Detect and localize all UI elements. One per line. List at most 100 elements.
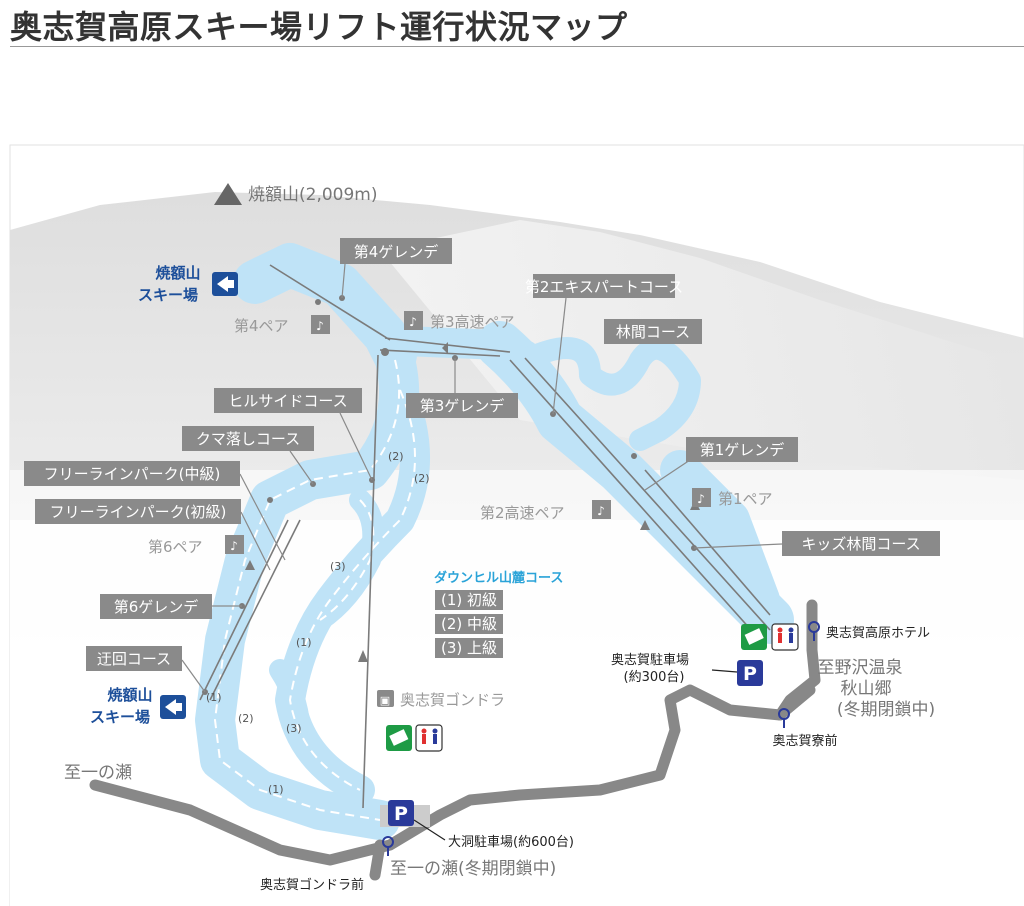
svg-text:フリーラインパーク(中級): フリーラインパーク(中級) bbox=[44, 465, 221, 483]
nozawa-destination: 至野沢温泉 秋山郷 (冬期閉鎖中) bbox=[818, 658, 936, 720]
course-label-hillside: ヒルサイドコース bbox=[214, 388, 373, 481]
svg-text:キッズ林間コース: キッズ林間コース bbox=[801, 535, 920, 553]
arrow-left-icon bbox=[217, 276, 234, 292]
lift6-line-b bbox=[199, 519, 289, 701]
svg-text:クマ落しコース: クマ落しコース bbox=[196, 430, 300, 448]
chairlift-icon: ♪ bbox=[230, 539, 238, 553]
svg-text:迂回コース: 迂回コース bbox=[97, 650, 171, 668]
link-bottom-line2: スキー場 bbox=[90, 708, 150, 726]
link-top[interactable]: 焼額山 スキー場 bbox=[138, 264, 238, 304]
course-label-g6: 第6ゲレンデ bbox=[100, 594, 242, 619]
course-label-g1: 第1ゲレンデ bbox=[644, 437, 798, 491]
svg-text:P: P bbox=[743, 663, 757, 685]
svg-text:第2エキスパートコース: 第2エキスパートコース bbox=[525, 278, 683, 296]
svg-text:(3): (3) bbox=[286, 722, 302, 735]
svg-text:(2): (2) bbox=[238, 712, 254, 725]
page-title: 奥志賀高原スキー場リフト運行状況マップ bbox=[10, 8, 628, 46]
gondola-icon: ▣ bbox=[380, 694, 390, 707]
chairlift-icon: ♪ bbox=[697, 492, 705, 506]
svg-text:第4ゲレンデ: 第4ゲレンデ bbox=[354, 243, 439, 261]
ticket-icon bbox=[741, 624, 767, 650]
gondola-road bbox=[369, 839, 386, 881]
svg-text:林間コース: 林間コース bbox=[616, 323, 690, 341]
svg-text:第6ペア: 第6ペア bbox=[148, 538, 203, 556]
roads bbox=[89, 599, 821, 881]
lift-label-2: 第2高速ペア ♪ bbox=[480, 500, 611, 522]
svg-text:(約300台): (約300台) bbox=[624, 670, 685, 685]
arrow-left-icon bbox=[165, 699, 182, 715]
course-label-g4: 第4ゲレンデ bbox=[340, 238, 452, 299]
gondola-stop-label: 奥志賀ゴンドラ前 bbox=[260, 877, 364, 893]
svg-text:(1): (1) bbox=[268, 783, 284, 796]
svg-text:奥志賀ゴンドラ: 奥志賀ゴンドラ bbox=[400, 691, 505, 709]
restroom-icon bbox=[415, 724, 443, 752]
lift1-line bbox=[644, 469, 771, 616]
svg-text:フリーラインパーク(初級): フリーラインパーク(初級) bbox=[50, 503, 227, 521]
svg-text:(2): (2) bbox=[414, 472, 430, 485]
peak-label: 焼額山(2,009m) bbox=[248, 185, 378, 205]
downhill-legend: ダウンヒル山麓コース (1) 初級 (2) 中級 (3) 上級 bbox=[434, 570, 563, 658]
lift-label-gondola: ▣ 奥志賀ゴンドラ bbox=[377, 690, 505, 709]
parking-icon-bottom: P bbox=[388, 800, 414, 826]
lift6-line bbox=[209, 519, 301, 701]
lift-lines bbox=[199, 264, 771, 809]
svg-text:第6ゲレンデ: 第6ゲレンデ bbox=[114, 598, 199, 616]
svg-text:第4ペア: 第4ペア bbox=[234, 317, 289, 335]
peak-icon bbox=[214, 183, 242, 205]
svg-text:奥志賀駐車場: 奥志賀駐車場 bbox=[611, 653, 689, 668]
svg-text:第1ペア: 第1ペア bbox=[718, 490, 773, 508]
link-top-line1: 焼額山 bbox=[155, 264, 200, 282]
svg-text:第3高速ペア: 第3高速ペア bbox=[430, 313, 515, 331]
course-label-freeline-mid: フリーラインパーク(中級) bbox=[24, 461, 286, 561]
lift2-line bbox=[509, 359, 761, 641]
course-lines bbox=[213, 359, 416, 821]
parking-bottom-label: 大洞駐車場(約600台) bbox=[448, 835, 574, 850]
lift4-line bbox=[269, 264, 391, 341]
link-bottom[interactable]: 焼額山 スキー場 bbox=[90, 686, 186, 726]
svg-text:秋山郷: 秋山郷 bbox=[841, 679, 892, 699]
hotel-label: 奥志賀高原ホテル bbox=[826, 625, 930, 641]
course-label-freeline-beg: フリーラインパーク(初級) bbox=[35, 499, 271, 571]
bus-stop-icon bbox=[808, 621, 820, 641]
lift-label-4: 第4ペア ♪ bbox=[234, 315, 330, 335]
bus-stop-icon bbox=[382, 836, 394, 856]
restroom-icon bbox=[771, 623, 799, 651]
ryomae-label: 奥志賀寮前 bbox=[772, 733, 837, 749]
chairlift-icon: ♪ bbox=[316, 319, 324, 333]
svg-text:第3ゲレンデ: 第3ゲレンデ bbox=[420, 397, 505, 415]
lift-label-3: ♪ 第3高速ペア bbox=[404, 311, 515, 331]
svg-text:ヒルサイドコース: ヒルサイドコース bbox=[228, 392, 347, 410]
course-label-kids: キッズ林間コース bbox=[693, 531, 940, 556]
course-label-expert2: 第2エキスパートコース bbox=[525, 274, 683, 415]
ichinose-destination: 至一の瀬 bbox=[64, 763, 132, 783]
course-label-ukai: 迂回コース bbox=[86, 646, 206, 693]
lift3-line-b bbox=[379, 349, 501, 357]
svg-text:(3): (3) bbox=[330, 560, 346, 573]
bus-stop-icon bbox=[778, 708, 790, 728]
chairlift-icon: ♪ bbox=[409, 315, 417, 329]
link-top-line2: スキー場 bbox=[138, 286, 198, 304]
svg-text:第2高速ペア: 第2高速ペア bbox=[480, 504, 565, 522]
svg-text:(3) 上級: (3) 上級 bbox=[441, 639, 497, 657]
gondola-line bbox=[362, 354, 379, 809]
course-markers: (2) (2) (3) (1) (1) (2) (3) (1) bbox=[206, 450, 430, 796]
svg-text:(1): (1) bbox=[296, 636, 312, 649]
lift-label-1: ♪ 第1ペア bbox=[692, 488, 773, 508]
svg-text:P: P bbox=[394, 803, 408, 825]
ichinose-closed-destination: 至一の瀬(冬期閉鎖中) bbox=[390, 859, 556, 879]
branch-road bbox=[774, 684, 816, 721]
downhill-title: ダウンヒル山麓コース bbox=[434, 570, 563, 586]
course-label-rinkan: 林間コース bbox=[604, 319, 702, 344]
svg-text:(2): (2) bbox=[388, 450, 404, 463]
link-bottom-line1: 焼額山 bbox=[107, 686, 152, 704]
svg-text:至野沢温泉: 至野沢温泉 bbox=[818, 658, 903, 678]
svg-text:(1): (1) bbox=[206, 691, 222, 704]
svg-text:(冬期閉鎖中): (冬期閉鎖中) bbox=[837, 700, 935, 720]
parking-top-label: 奥志賀駐車場 (約300台) bbox=[611, 653, 689, 685]
svg-text:(1) 初級: (1) 初級 bbox=[441, 591, 497, 609]
lift2-line-b bbox=[524, 357, 771, 631]
course-label-kuma: クマ落しコース bbox=[182, 426, 314, 485]
svg-text:(2) 中級: (2) 中級 bbox=[441, 615, 497, 633]
chairlift-icon: ♪ bbox=[597, 504, 605, 518]
